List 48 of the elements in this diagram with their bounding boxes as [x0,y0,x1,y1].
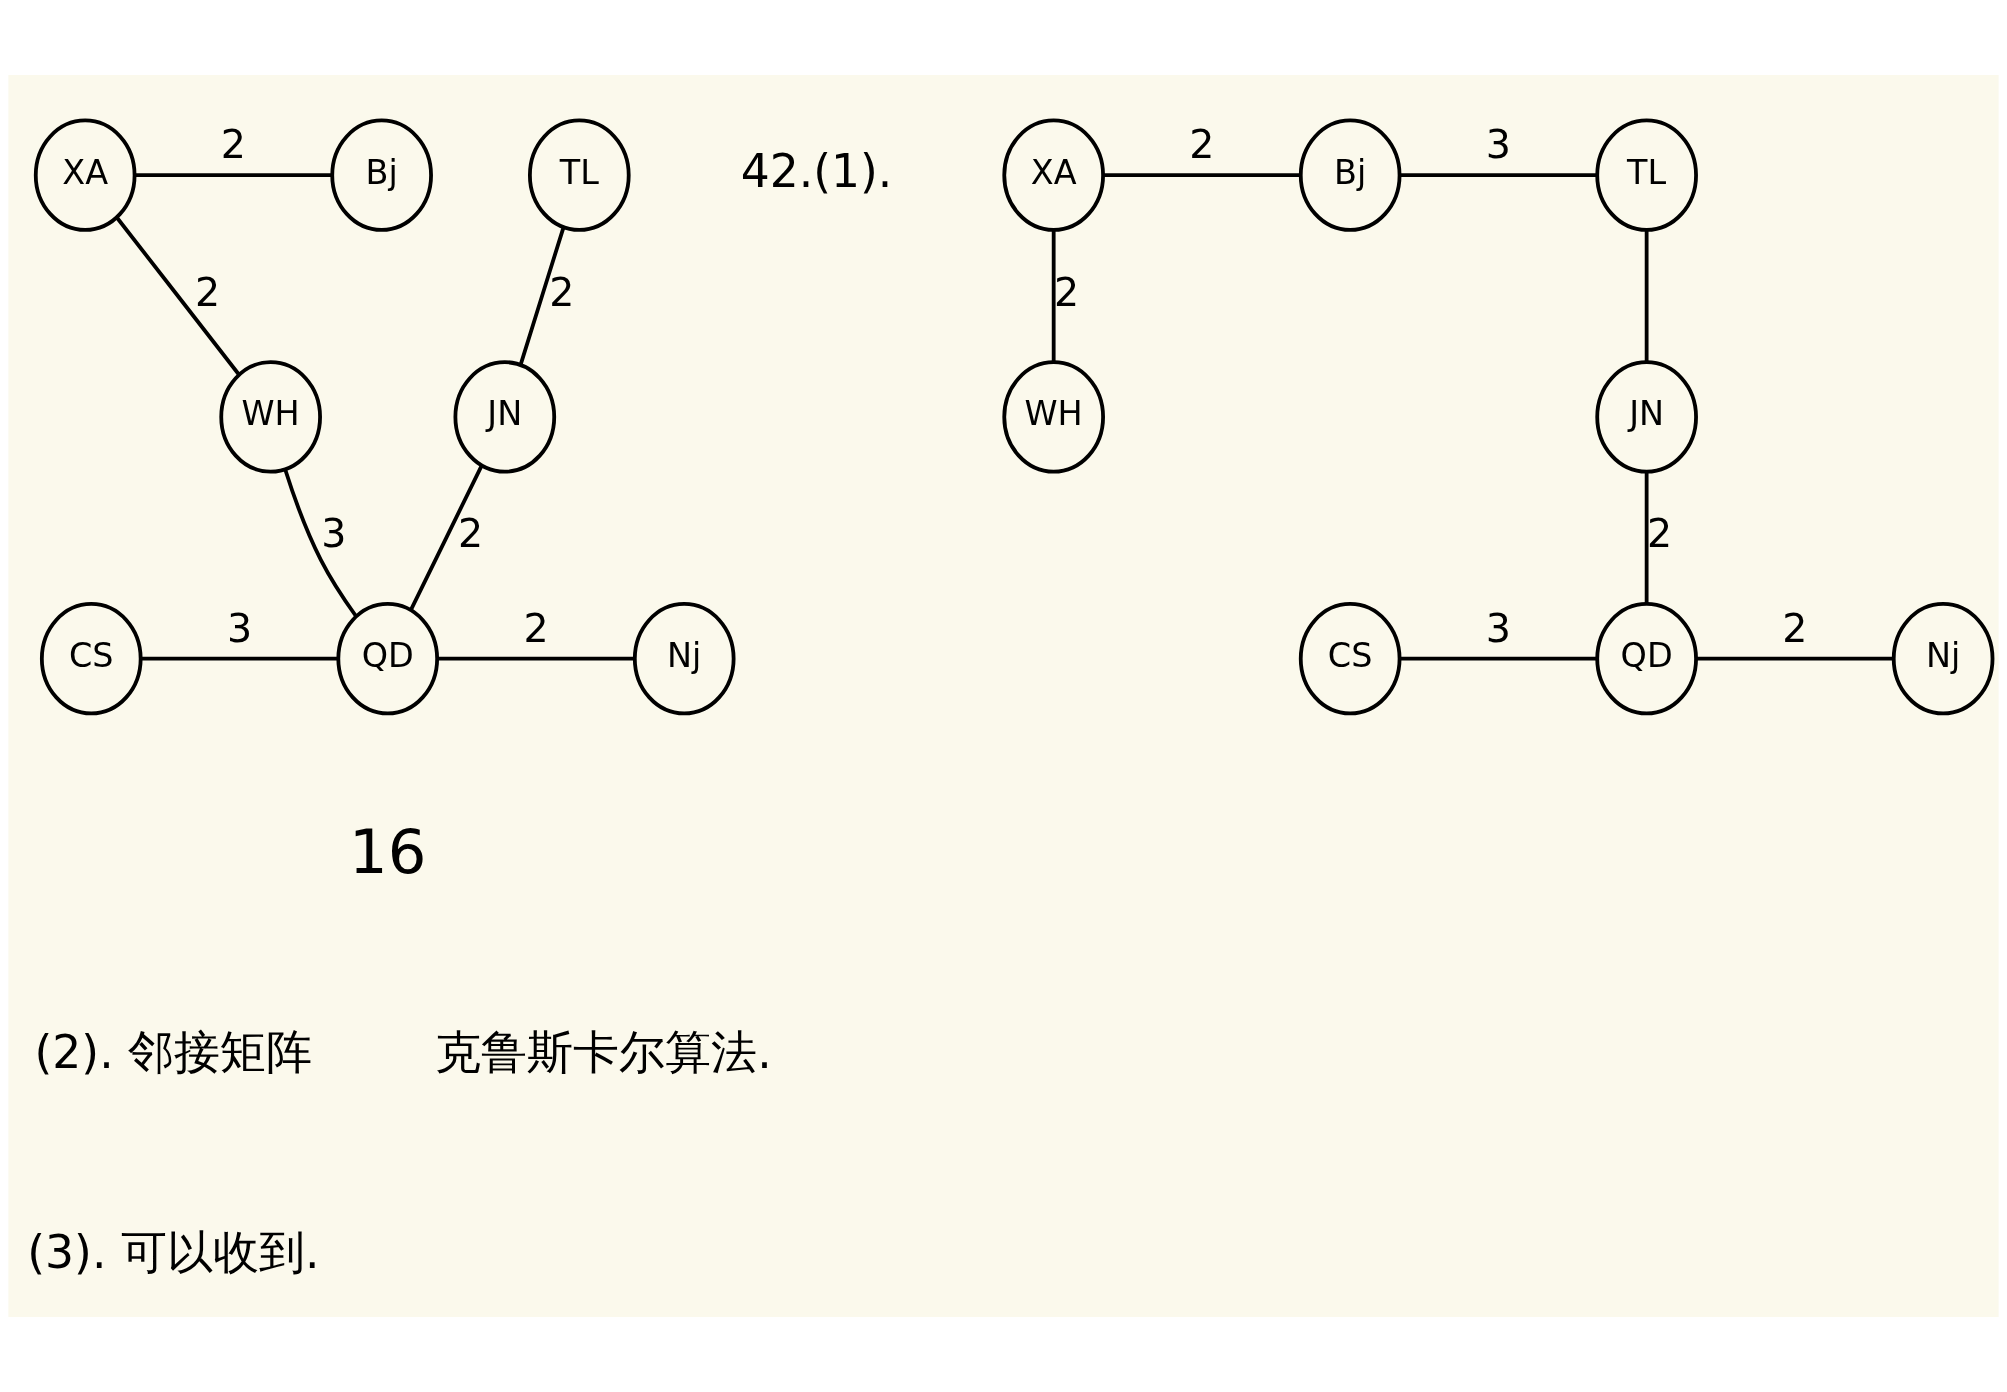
node-circle: JN [453,360,557,474]
node-circle: QD [336,602,440,716]
node-circle: WH [1002,360,1105,474]
edge-label: 3 [226,604,253,651]
connector [518,226,566,366]
node-circle: JN [1595,360,1698,474]
label: 42.(1). [740,144,893,198]
connector [437,656,635,661]
label: 克鲁斯卡尔算法. [435,1026,772,1080]
node-circle: Nj [632,602,736,716]
edge-label: 3 [1485,121,1511,168]
edge-label: 2 [458,510,484,557]
edge-label: 3 [1485,604,1511,651]
connector [1399,656,1597,661]
edge-label: 2 [1646,510,1673,557]
node-circle: QD [1595,602,1698,716]
node-circle: XA [1002,118,1105,232]
edge-label: 3 [321,510,347,557]
edge-label: 2 [1054,268,1080,315]
node-circle: WH [219,360,322,474]
connector [1051,230,1056,362]
node-circle: XA [33,118,137,232]
edge-label: 2 [220,121,246,168]
label: (3). 可以收到. [27,1225,320,1279]
edge-label: 2 [194,268,221,315]
node-circle: CS [1298,602,1402,716]
connector [1399,173,1597,178]
node-circle: Bj [1298,118,1402,232]
edge-label: 2 [549,268,575,315]
edge-label: 2 [523,604,549,651]
connector [134,173,332,178]
connector [115,216,241,376]
connector [283,468,358,618]
node-circle: Bj [330,118,433,232]
edge-label: 2 [1189,121,1215,168]
node-circle: TL [1595,118,1698,232]
node-circle: CS [39,602,143,716]
edge-label: 2 [1782,604,1808,651]
connector [140,656,338,661]
connector [409,464,484,611]
node-circle: Nj [1891,602,1995,716]
connector [1644,472,1649,604]
connector [1696,656,1894,661]
label: 16 [349,817,427,888]
connector [1103,173,1301,178]
node-circle: TL [528,118,631,232]
connector [1644,230,1649,362]
label: (2). 邻接矩阵 [34,1026,313,1080]
